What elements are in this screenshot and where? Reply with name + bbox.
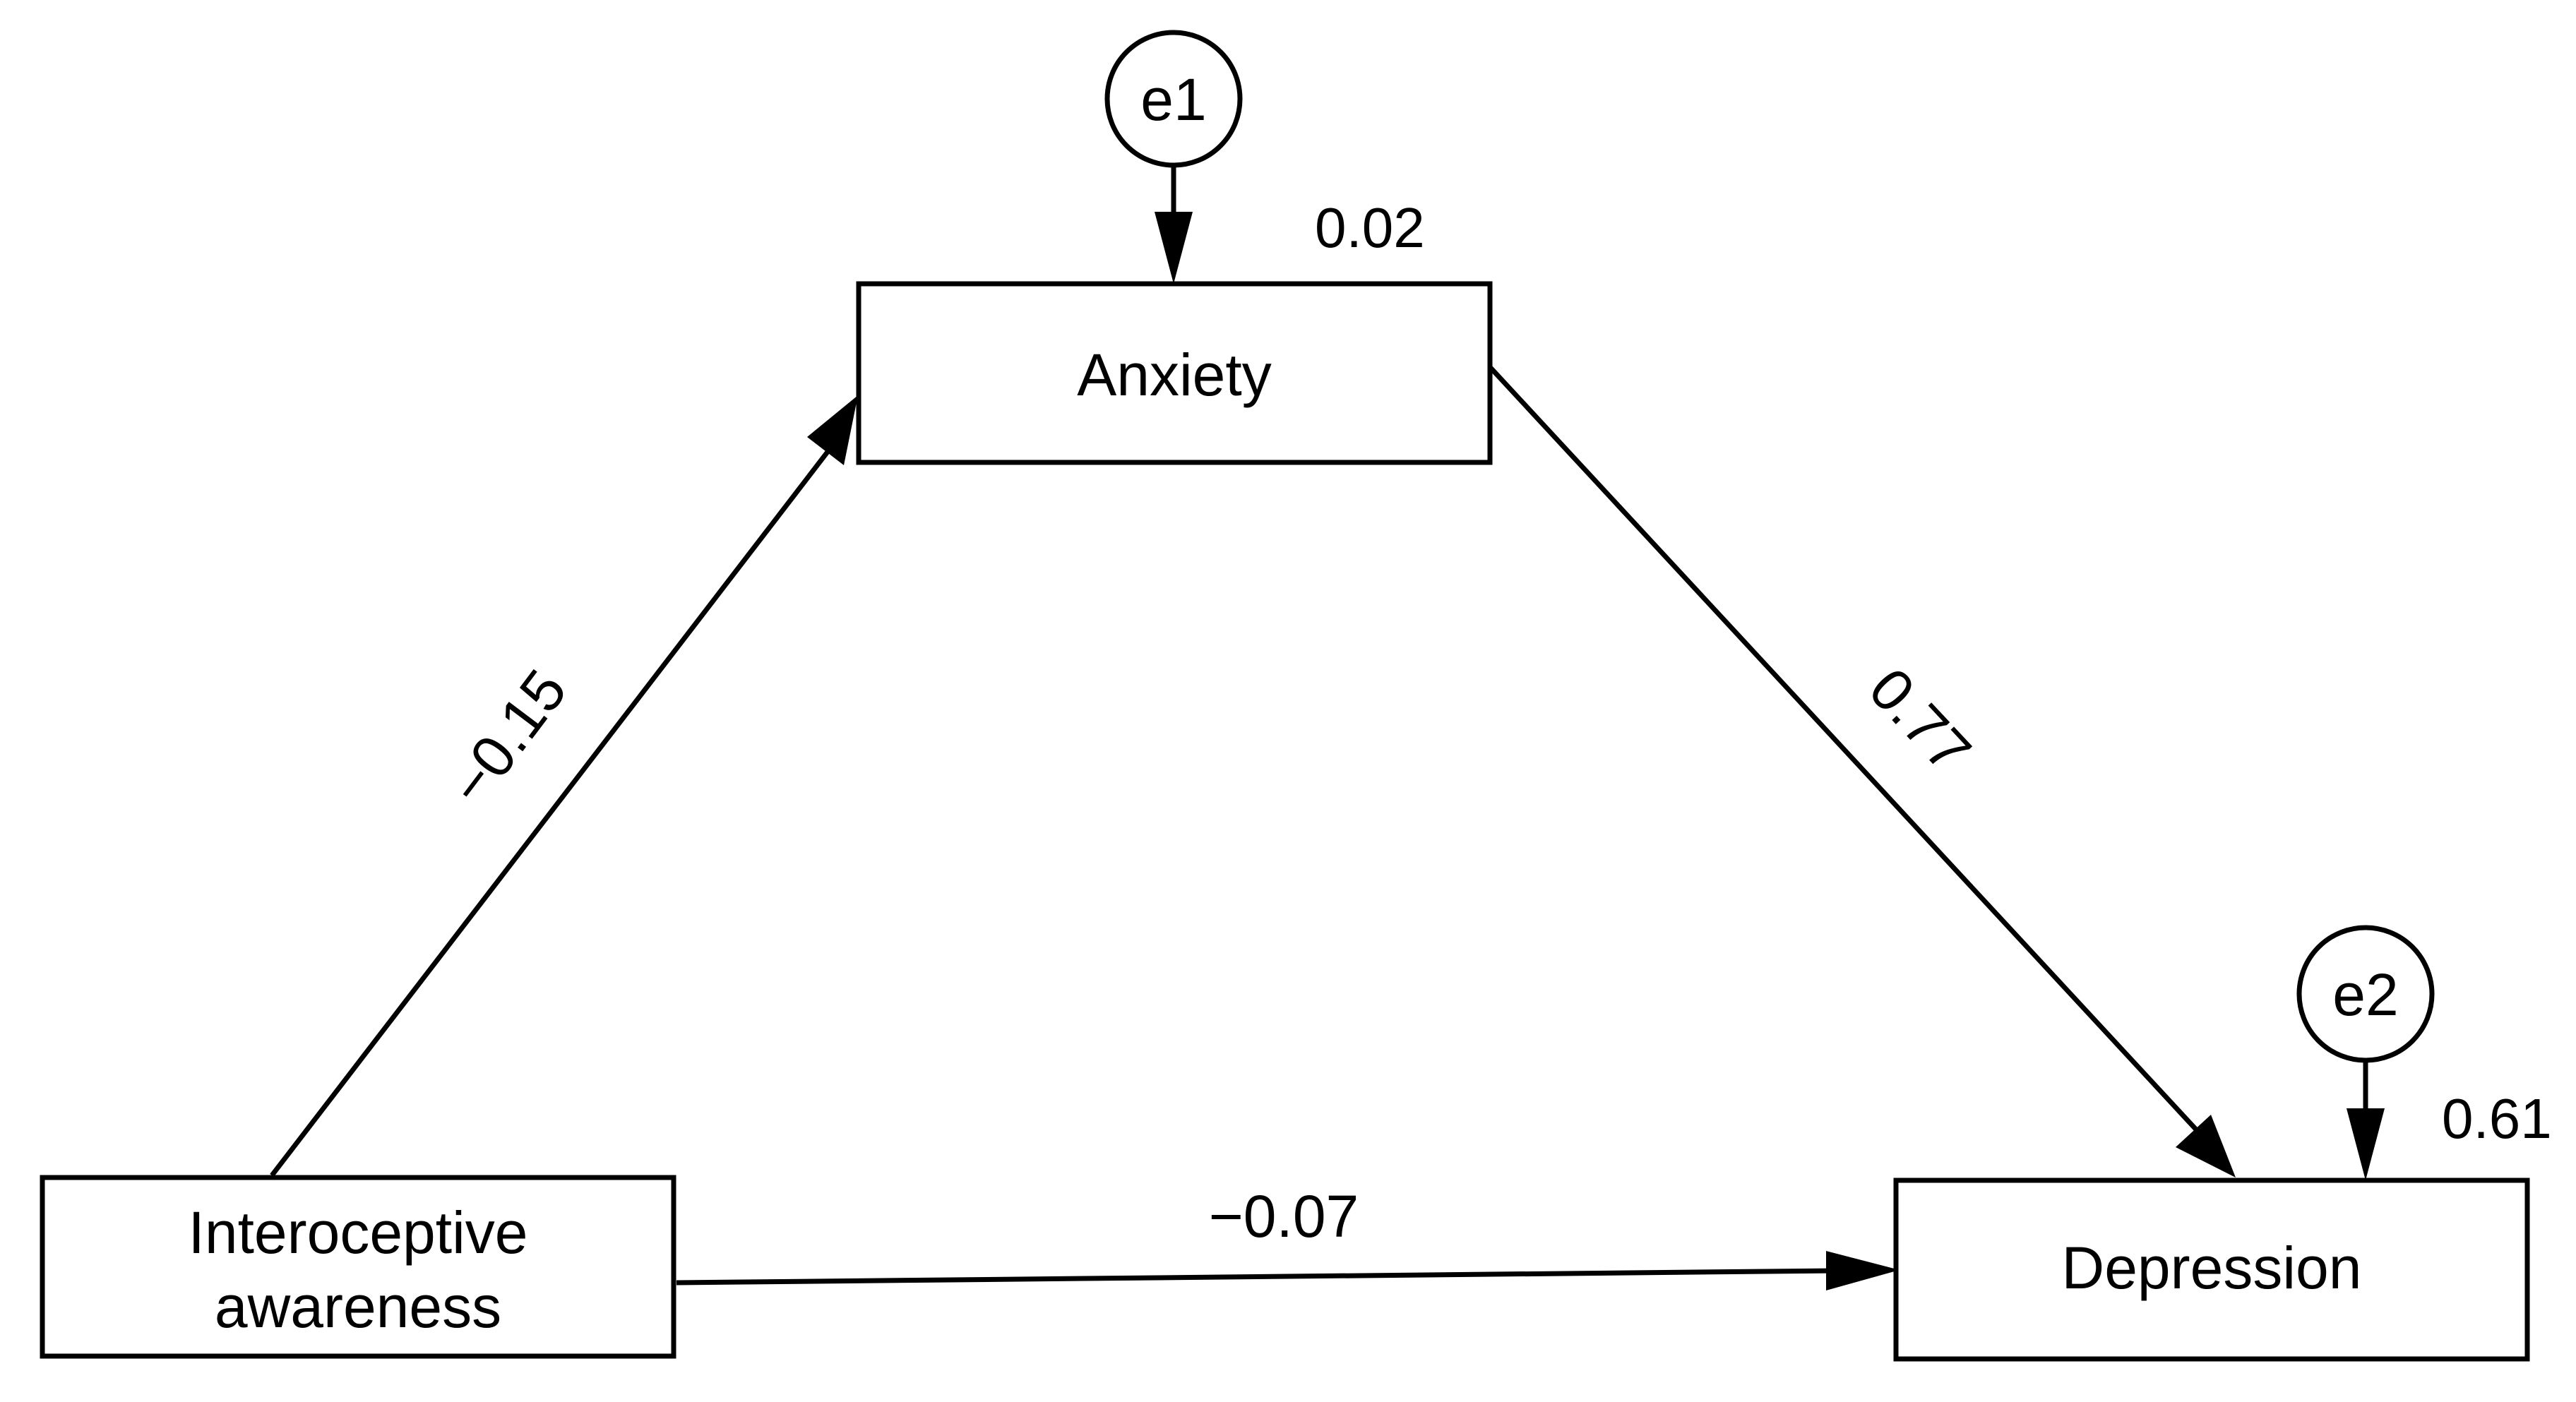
depression-label: Depression	[2062, 1235, 2362, 1301]
path-e1-to-anxiety	[1155, 165, 1193, 284]
depression-node: Depression	[1893, 1178, 2530, 1362]
interoceptive-label-line2: awareness	[215, 1274, 501, 1340]
error-e1-label: e1	[1140, 66, 1206, 133]
anxiety-label: Anxiety	[1077, 342, 1271, 408]
path-interoceptive-to-depression	[676, 1251, 1900, 1290]
depression-r2-label: 0.61	[2442, 1087, 2552, 1150]
error-e2-node: e2	[2296, 925, 2435, 1063]
error-e2-label: e2	[2332, 961, 2398, 1028]
interoceptive-awareness-node: Interoceptive awareness	[40, 1175, 676, 1359]
path-anxiety-to-depression	[1488, 365, 2236, 1178]
coef-interoceptive-to-depression: −0.07	[1209, 1183, 1359, 1250]
error-e1-node: e1	[1104, 30, 1243, 168]
anxiety-node: Anxiety	[856, 281, 1493, 465]
interoceptive-label-line1: Interoceptive	[189, 1199, 528, 1266]
coef-interoceptive-to-anxiety: −0.15	[436, 657, 579, 817]
coef-anxiety-to-depression: 0.77	[1856, 655, 1984, 785]
path-e2-to-depression	[2347, 1060, 2385, 1180]
path-interoceptive-to-anxiety	[270, 395, 858, 1178]
anxiety-r2-label: 0.02	[1315, 196, 1425, 259]
